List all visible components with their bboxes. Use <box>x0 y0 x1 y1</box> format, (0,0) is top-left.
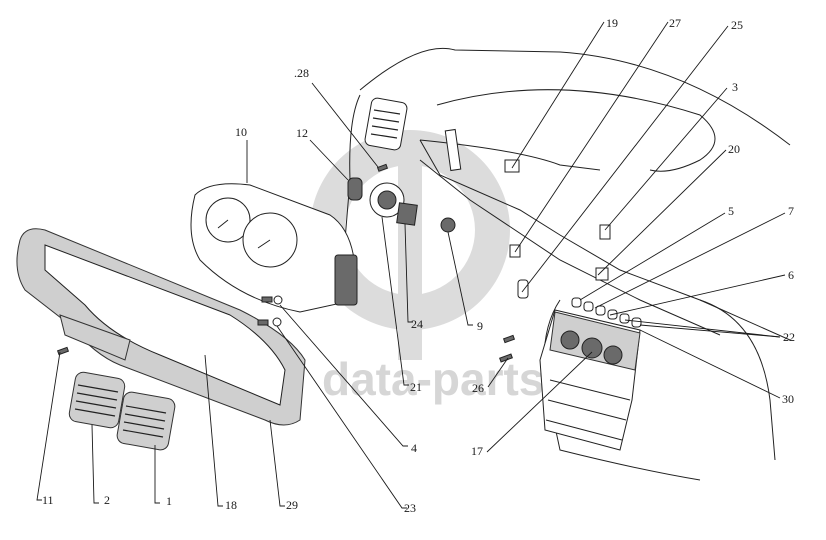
leader-28 <box>311 82 379 168</box>
leader-25 <box>521 25 729 293</box>
callout-17: 17 <box>471 444 483 458</box>
screw-11 <box>56 346 70 356</box>
leader-20 <box>597 149 727 276</box>
watermark-logo-bar <box>398 150 422 360</box>
callout-11: 11 <box>42 493 54 507</box>
callout-20: 20 <box>728 142 740 156</box>
washer-23 <box>272 317 282 327</box>
screw-28 <box>376 163 389 172</box>
callout-26: 26 <box>472 381 484 395</box>
callout-29: 29 <box>286 498 298 512</box>
callout-3: 3 <box>732 80 738 94</box>
callout-4: 4 <box>411 441 417 455</box>
instrument-bezel <box>16 228 306 426</box>
small-parts <box>56 163 516 363</box>
callout-19: 19 <box>606 16 618 30</box>
callout-18: 18 <box>225 498 237 512</box>
callout-25: 25 <box>731 18 743 32</box>
leader-19 <box>511 21 605 169</box>
leader-1 <box>154 445 160 504</box>
callout-27: 27 <box>669 16 681 30</box>
leader-27 <box>514 21 669 253</box>
callout-5: 5 <box>728 204 734 218</box>
leader-3 <box>604 87 728 231</box>
leader-4 <box>279 304 408 447</box>
upper-air-vent <box>364 97 408 151</box>
callout-6: 6 <box>788 268 794 282</box>
leader-9 <box>447 231 473 326</box>
callout-7: 7 <box>788 204 794 218</box>
leader-6 <box>609 274 786 316</box>
leader-5 <box>579 212 726 301</box>
leader-23 <box>276 325 407 509</box>
callout-22: 22 <box>783 330 795 344</box>
switch-24 <box>396 202 418 226</box>
leader-24 <box>404 223 413 323</box>
grommet-9 <box>440 217 456 233</box>
washer-4 <box>273 295 283 305</box>
air-vent-right <box>116 391 176 451</box>
air-vent-left <box>68 371 126 429</box>
leader-12 <box>309 139 349 181</box>
dashboard-body <box>344 47 791 481</box>
leader-11 <box>36 351 61 501</box>
callout-2: 2 <box>104 493 110 507</box>
center-console <box>539 297 642 451</box>
callout-28: .28 <box>294 66 309 80</box>
switch-12 <box>347 177 363 201</box>
callout-24: 24 <box>411 317 423 331</box>
callout-12: 12 <box>296 126 308 140</box>
screw-26a <box>502 334 516 344</box>
leader-30 <box>639 329 781 399</box>
leader-2 <box>91 424 99 504</box>
callout-1: 1 <box>166 494 172 508</box>
callout-labels: 19 27 25 3 .28 10 12 20 5 7 6 24 9 22 26… <box>42 16 795 515</box>
watermark-text: data-parts <box>322 353 544 405</box>
leader-22a <box>624 319 781 338</box>
instrument-cluster <box>190 183 358 313</box>
callout-30: 30 <box>782 392 794 406</box>
callout-9: 9 <box>477 319 483 333</box>
callout-10: 10 <box>235 125 247 139</box>
callout-21: 21 <box>410 380 422 394</box>
leader-22b <box>639 324 781 338</box>
leader-21 <box>381 216 409 386</box>
leader-7 <box>594 212 786 309</box>
callout-23: 23 <box>404 501 416 515</box>
leader-29 <box>269 419 285 507</box>
leader-18 <box>204 354 223 507</box>
leader-lines <box>36 21 786 509</box>
leader-26 <box>487 357 509 388</box>
leader-17 <box>486 351 593 453</box>
